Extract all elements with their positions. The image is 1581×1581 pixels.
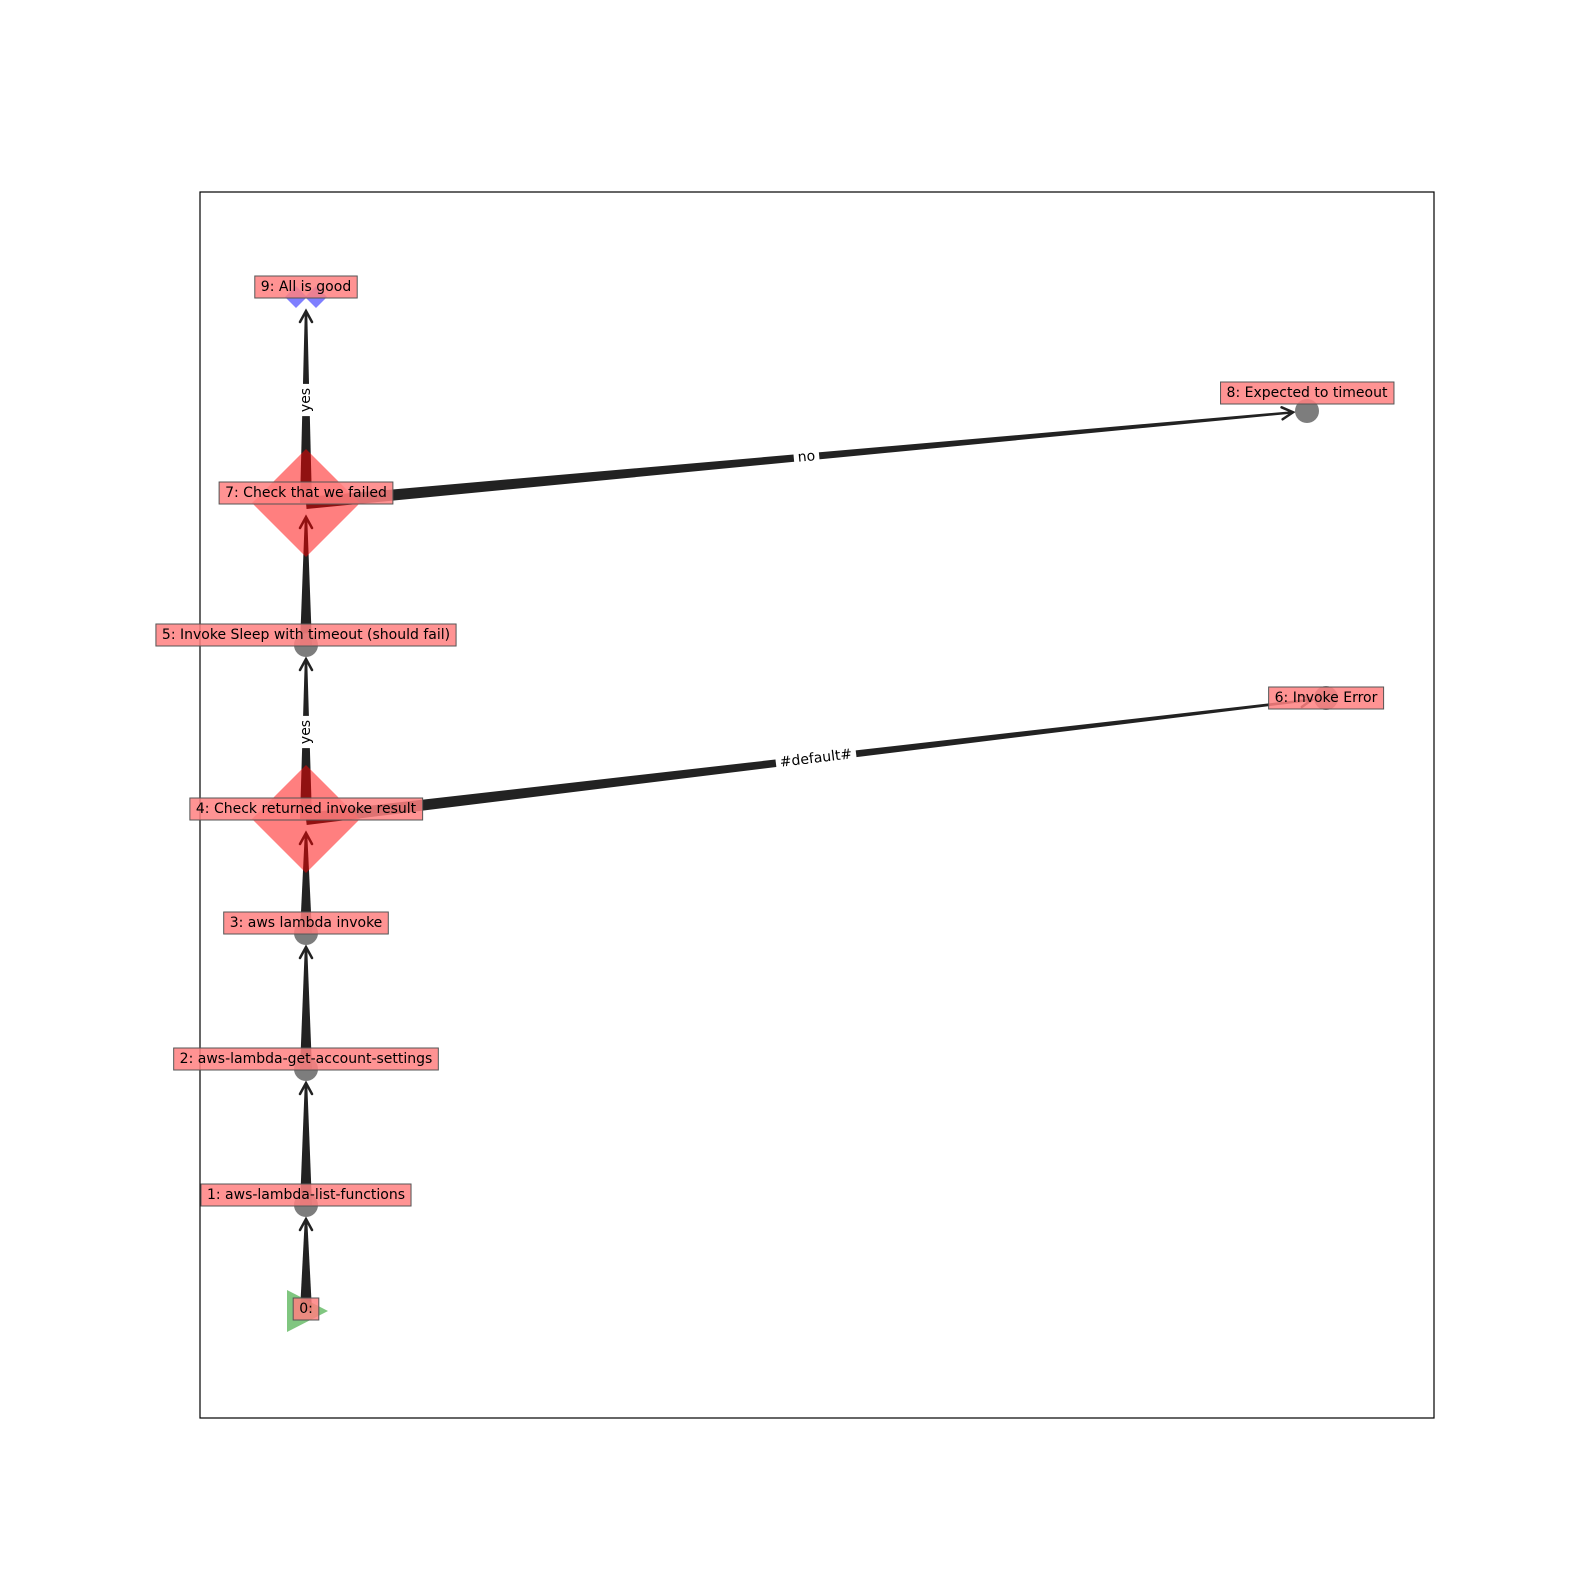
node-label-text: 2: aws-lambda-get-account-settings bbox=[180, 1051, 433, 1067]
node-label-box bbox=[223, 911, 389, 935]
edge-line bbox=[300, 1219, 312, 1311]
node-label-text: 3: aws lambda invoke bbox=[230, 915, 383, 931]
node-labels-layer: 0: 1: aws-lambda-list-functions 2: aws-lam… bbox=[155, 275, 1395, 1321]
node-3-label: 3: aws lambda invoke bbox=[223, 911, 389, 935]
node-label-box bbox=[1220, 381, 1395, 405]
node-6-label: 6: Invoke Error bbox=[1268, 686, 1385, 710]
edge-label-text: yes bbox=[298, 388, 314, 412]
node-label-box bbox=[218, 481, 394, 505]
edge-arrowhead bbox=[298, 656, 314, 672]
edge-label-background bbox=[297, 383, 315, 417]
edge-label-background bbox=[774, 744, 858, 773]
node-1-label: 1: aws-lambda-list-functions bbox=[200, 1183, 412, 1207]
edge-arrowhead bbox=[298, 944, 314, 960]
node-label-text: 8: Expected to timeout bbox=[1227, 385, 1388, 401]
edge-arrowhead bbox=[298, 1216, 314, 1232]
edge-label-4-6: #default# bbox=[774, 744, 858, 773]
edge-label-4-5: yes bbox=[297, 715, 315, 749]
edge-line bbox=[300, 1083, 312, 1205]
node-4-label: 4: Check returned invoke result bbox=[189, 797, 424, 821]
edge-line bbox=[300, 517, 312, 645]
edge-arrowhead bbox=[1280, 406, 1296, 421]
node-label-text: 1: aws-lambda-list-functions bbox=[207, 1187, 405, 1203]
edge-label-text: no bbox=[797, 448, 816, 466]
node-label-box bbox=[292, 1297, 320, 1321]
node-5-label: 5: Invoke Sleep with timeout (should fai… bbox=[155, 623, 457, 647]
node-label-text: 6: Invoke Error bbox=[1275, 690, 1378, 706]
edge-line bbox=[300, 947, 312, 1069]
edge-label-7-9: yes bbox=[297, 383, 315, 417]
node-label-text: 4: Check returned invoke result bbox=[196, 801, 417, 817]
node-8-circle-marker bbox=[1295, 399, 1319, 423]
node-label-text: 5: Invoke Sleep with timeout (should fai… bbox=[162, 627, 450, 643]
node-2-label: 2: aws-lambda-get-account-settings bbox=[173, 1047, 439, 1071]
node-label-box bbox=[173, 1047, 439, 1071]
node-7-label: 7: Check that we failed bbox=[218, 481, 394, 505]
node-0-label: 0: bbox=[292, 1297, 320, 1321]
node-label-text: 9: All is good bbox=[261, 279, 351, 295]
edge-label-background bbox=[297, 715, 315, 749]
edge-label-7-8: no bbox=[793, 446, 820, 468]
edge-label-text: yes bbox=[298, 720, 314, 744]
node-9-label: 9: All is good bbox=[254, 275, 358, 299]
node-label-box bbox=[254, 275, 358, 299]
edge-labels-layer: yes #default# yes no bbox=[297, 383, 858, 773]
node-label-box bbox=[200, 1183, 412, 1207]
edge-arrowhead bbox=[298, 1080, 314, 1096]
node-label-box bbox=[189, 797, 424, 821]
edge-2-3 bbox=[298, 944, 314, 1069]
node-label-text: 0: bbox=[299, 1301, 313, 1317]
edge-0-1 bbox=[298, 1216, 314, 1311]
edge-arrowhead bbox=[298, 308, 314, 324]
edge-1-2 bbox=[298, 1080, 314, 1205]
edge-line bbox=[300, 833, 312, 933]
edge-label-background bbox=[793, 446, 820, 468]
node-label-box bbox=[1268, 686, 1385, 710]
node-label-text: 7: Check that we failed bbox=[225, 485, 387, 501]
node-label-box bbox=[155, 623, 457, 647]
node-8-label: 8: Expected to timeout bbox=[1220, 381, 1395, 405]
